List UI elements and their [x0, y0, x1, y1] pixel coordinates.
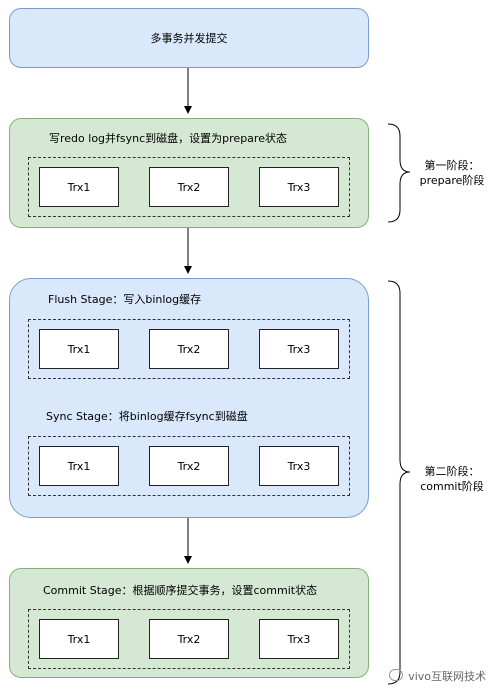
phase2-bracket-label: 第二阶段： commit阶段: [412, 464, 492, 494]
trx-box: Trx1: [39, 619, 119, 659]
wechat-logo-icon: [388, 669, 403, 681]
bracket-phase2: [387, 280, 411, 685]
watermark: vivo互联网技术: [388, 668, 486, 684]
trx-box: Trx1: [39, 167, 119, 207]
trx-box: Trx3: [259, 329, 339, 369]
sync-trx-group: Trx1 Trx2 Trx3: [28, 436, 350, 496]
trx-box: Trx3: [259, 619, 339, 659]
commit-box: Commit Stage：根据顺序提交事务，设置commit状态 Trx1 Tr…: [9, 568, 369, 678]
flush-stage-label: Flush Stage：写入binlog缓存: [48, 293, 202, 306]
top-box-label: 多事务并发提交: [150, 32, 228, 45]
phase1-bracket-label: 第一阶段： prepare阶段: [412, 158, 492, 188]
top-box: 多事务并发提交: [9, 8, 369, 68]
prepare-trx-group: Trx1 Trx2 Trx3: [28, 157, 350, 217]
bracket-phase1: [387, 123, 411, 223]
phase2-bracket-text: 第二阶段： commit阶段: [420, 465, 484, 493]
watermark-text: vivo互联网技术: [408, 670, 486, 683]
trx-box: Trx2: [149, 446, 229, 486]
commit-stage-label: Commit Stage：根据顺序提交事务，设置commit状态: [43, 584, 318, 597]
trx-box: Trx2: [149, 167, 229, 207]
flush-sync-box: Flush Stage：写入binlog缓存 Trx1 Trx2 Trx3 Sy…: [9, 278, 369, 518]
trx-box: Trx2: [149, 619, 229, 659]
commit-trx-group: Trx1 Trx2 Trx3: [28, 609, 350, 669]
prepare-label: 写redo log并fsync到磁盘，设置为prepare状态: [49, 132, 287, 145]
sync-stage-label: Sync Stage：将binlog缓存fsync到磁盘: [46, 410, 248, 423]
prepare-box: 写redo log并fsync到磁盘，设置为prepare状态 Trx1 Trx…: [9, 118, 369, 228]
trx-box: Trx1: [39, 329, 119, 369]
trx-box: Trx2: [149, 329, 229, 369]
phase1-bracket-text: 第一阶段： prepare阶段: [419, 159, 485, 187]
trx-box: Trx1: [39, 446, 119, 486]
flush-trx-group: Trx1 Trx2 Trx3: [28, 319, 350, 379]
trx-box: Trx3: [259, 167, 339, 207]
trx-box: Trx3: [259, 446, 339, 486]
